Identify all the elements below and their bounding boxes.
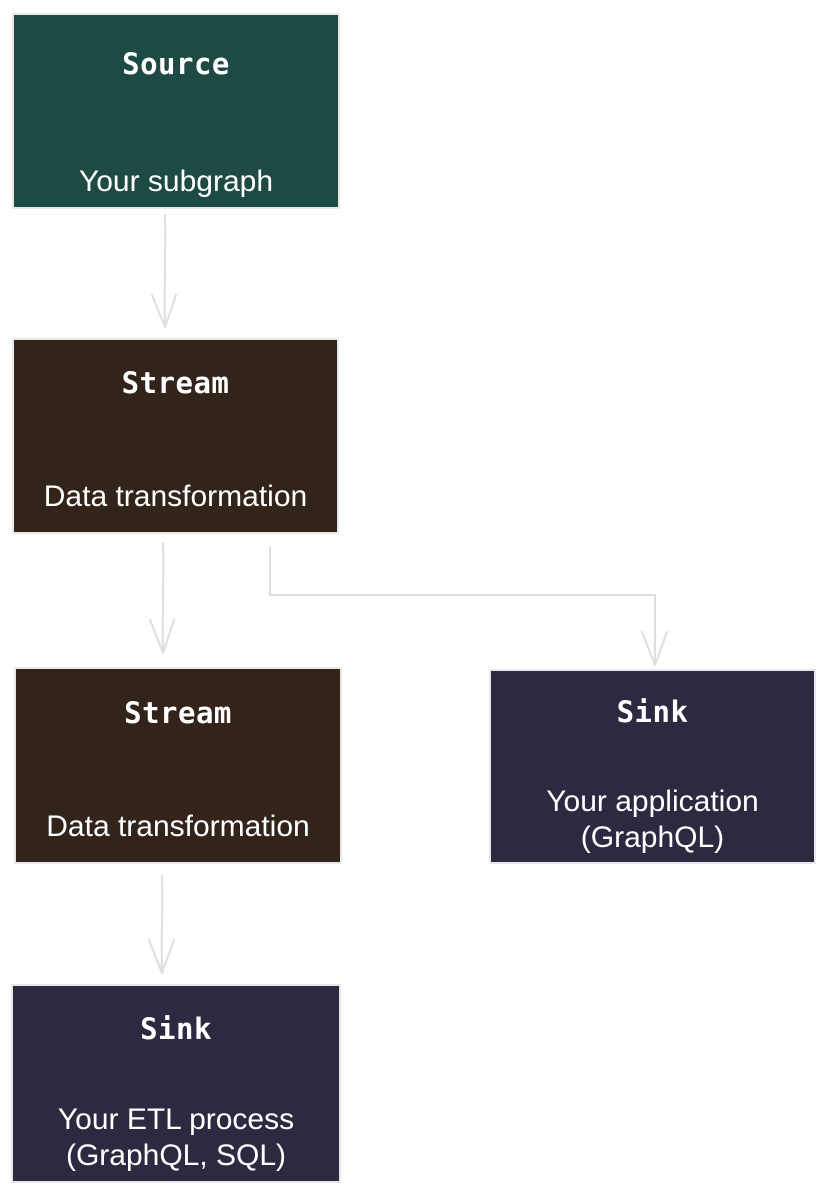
source-node: Source Your subgraph [12,13,340,209]
sink-node-application-description: Your application (GraphQL) [546,785,759,854]
edge-stream2-to-sink-etl [148,875,175,974]
edge-stream1-to-stream2 [149,542,175,654]
sink-node-etl: Sink Your ETL process (GraphQL, SQL) [11,984,341,1183]
source-node-kind: Source [122,47,230,81]
stream-node-1-kind: Stream [121,366,230,400]
source-node-description: Your subgraph [78,165,274,198]
stream-node-2-description: Data transformation [46,810,310,843]
stream-node-2: Stream Data transformation [14,667,342,864]
stream-node-1: Stream Data transformation [12,338,339,534]
sink-node-application: Sink Your application (GraphQL) [489,669,816,864]
edge-stream1-to-sink-app [269,547,668,666]
edge-source-to-stream1 [151,214,177,328]
stream-node-2-kind: Stream [124,696,232,730]
sink-node-application-kind: Sink [616,695,689,729]
sink-node-etl-kind: Sink [140,1012,212,1046]
stream-node-1-description: Data transformation [43,480,308,513]
sink-node-etl-description: Your ETL process (GraphQL, SQL) [57,1103,295,1172]
